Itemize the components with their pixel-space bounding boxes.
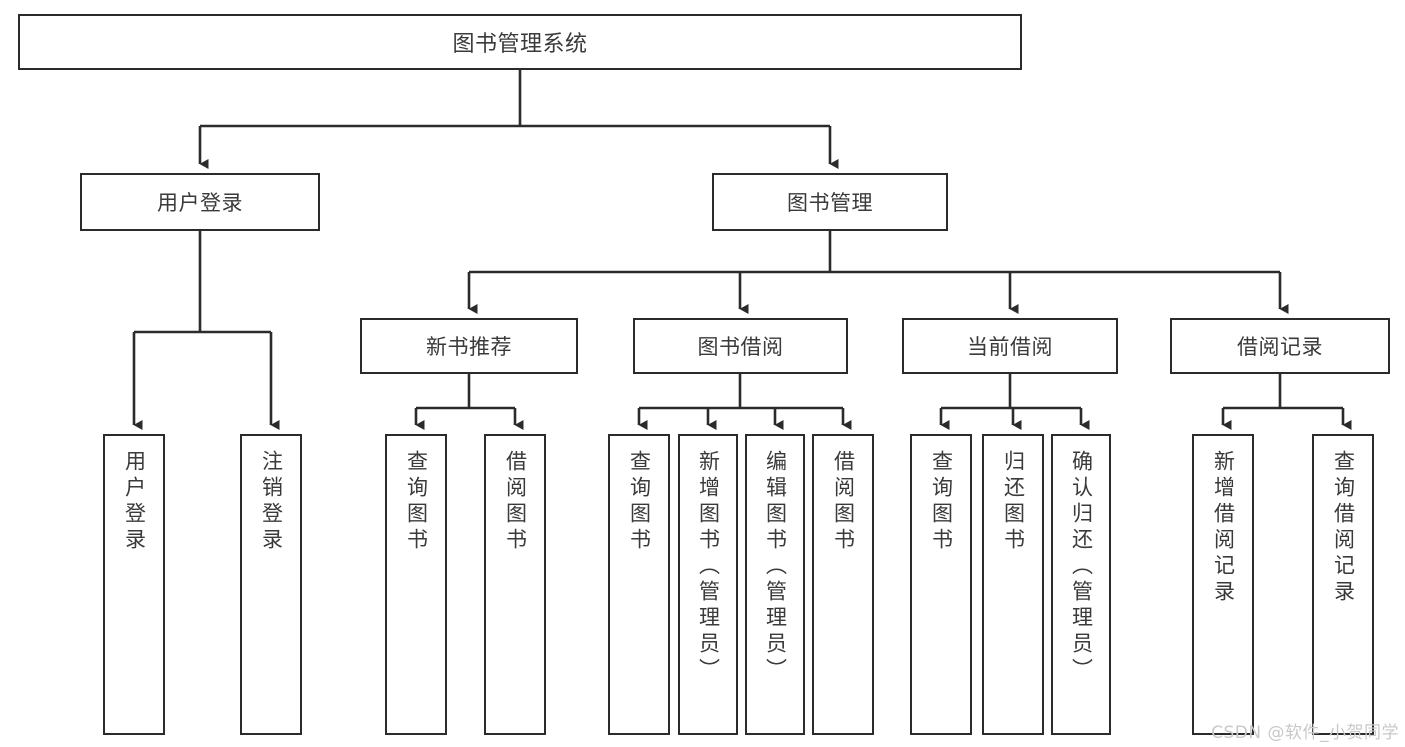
node-leaf-user-logout[interactable]: 注销登录	[240, 434, 302, 735]
node-leaf-borrow-book-recommend[interactable]: 借阅图书	[484, 434, 546, 735]
leaf-label: 查询借阅记录	[1331, 450, 1356, 606]
node-leaf-return-book[interactable]: 归还图书	[982, 434, 1044, 735]
node-leaf-borrow-book[interactable]: 借阅图书	[812, 434, 874, 735]
node-user-login[interactable]: 用户登录	[80, 173, 320, 231]
node-leaf-confirm-return-admin[interactable]: 确认归还（管理员）	[1051, 434, 1111, 735]
leaf-label: 用户登录	[122, 450, 147, 554]
node-leaf-add-book-admin[interactable]: 新增图书（管理员）	[678, 434, 738, 735]
leaf-label: 借阅图书	[503, 450, 528, 554]
node-leaf-add-borrow-record[interactable]: 新增借阅记录	[1192, 434, 1254, 735]
node-new-book-recommend[interactable]: 新书推荐	[360, 318, 578, 374]
leaf-label: 归还图书	[1001, 450, 1026, 554]
node-leaf-user-login[interactable]: 用户登录	[103, 434, 165, 735]
leaf-label: 新增图书（管理员）	[696, 450, 721, 684]
leaf-label: 新增借阅记录	[1211, 450, 1236, 606]
node-borrow-record[interactable]: 借阅记录	[1170, 318, 1390, 374]
node-leaf-query-book-current[interactable]: 查询图书	[910, 434, 972, 735]
node-book-manage[interactable]: 图书管理	[712, 173, 948, 231]
node-leaf-query-book-recommend[interactable]: 查询图书	[385, 434, 447, 735]
leaf-label: 注销登录	[259, 450, 284, 554]
csdn-watermark: CSDN @软件_小贺同学	[1211, 723, 1399, 743]
leaf-label: 查询图书	[627, 450, 652, 554]
node-book-borrow[interactable]: 图书借阅	[633, 318, 848, 374]
node-leaf-query-book-borrow[interactable]: 查询图书	[608, 434, 670, 735]
leaf-label: 查询图书	[404, 450, 429, 554]
leaf-label: 确认归还（管理员）	[1069, 450, 1094, 684]
node-leaf-edit-book-admin[interactable]: 编辑图书（管理员）	[745, 434, 805, 735]
node-root-system[interactable]: 图书管理系统	[18, 14, 1022, 70]
leaf-label: 编辑图书（管理员）	[763, 450, 788, 684]
node-leaf-query-borrow-record[interactable]: 查询借阅记录	[1312, 434, 1374, 735]
node-current-borrow[interactable]: 当前借阅	[902, 318, 1118, 374]
leaf-label: 借阅图书	[831, 450, 856, 554]
leaf-label: 查询图书	[929, 450, 954, 554]
